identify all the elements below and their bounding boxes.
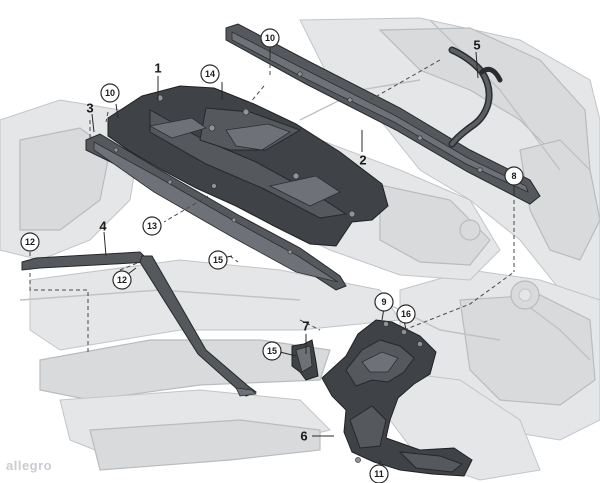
callout-label-8: 8 [511, 171, 516, 181]
watermark-logo: allegro [6, 458, 52, 473]
callout-15-lower: 15 [262, 341, 282, 361]
callout-label-3: 3 [86, 101, 93, 116]
callout-label-9: 9 [381, 297, 386, 307]
callout-9: 9 [374, 292, 394, 312]
callout-14: 14 [200, 64, 220, 84]
callout-12-mid: 12 [112, 270, 132, 290]
callout-label-10-left: 10 [105, 88, 115, 98]
part-1-underbody-shield [107, 85, 389, 247]
callout-label-12-mid: 12 [117, 275, 127, 285]
callout-label-7: 7 [302, 319, 309, 334]
part-7-small-bracket [291, 339, 319, 381]
part-6-lower-bracket-assembly [321, 319, 473, 477]
callout-8: 8 [504, 166, 524, 186]
callout-15-upper: 15 [208, 250, 228, 270]
callout-10-left: 10 [100, 83, 120, 103]
callout-label-10-top: 10 [265, 33, 275, 43]
callout-label-12-left: 12 [25, 237, 35, 247]
part-5-hose [448, 46, 503, 148]
callout-label-2: 2 [359, 153, 366, 168]
callout-13: 13 [142, 216, 162, 236]
callout-label-15-lower: 15 [267, 346, 277, 356]
part-3-front-cross-bar [85, 133, 347, 291]
callout-16: 16 [396, 304, 416, 324]
part-4-strut-brace [21, 251, 258, 397]
callout-label-15-upper: 15 [213, 255, 223, 265]
part-2-upper-cross-member [225, 23, 541, 205]
callout-label-13: 13 [147, 221, 157, 231]
callout-label-11: 11 [374, 469, 384, 479]
callout-label-5: 5 [473, 38, 480, 53]
callout-label-16: 16 [401, 309, 411, 319]
callout-label-14: 14 [205, 69, 215, 79]
callout-label-4: 4 [99, 219, 107, 234]
assembly-dash-lines [29, 50, 515, 352]
callout-label-6: 6 [300, 429, 307, 444]
callout-10-top: 10 [260, 28, 280, 48]
callout-11: 11 [369, 464, 389, 483]
callout-12-left: 12 [20, 232, 40, 252]
callout-label-1: 1 [154, 61, 161, 76]
plain-callouts: 1 2 3 4 5 6 7 [86, 38, 480, 444]
circled-callouts: 10 10 14 8 13 15 12 12 [20, 28, 524, 483]
